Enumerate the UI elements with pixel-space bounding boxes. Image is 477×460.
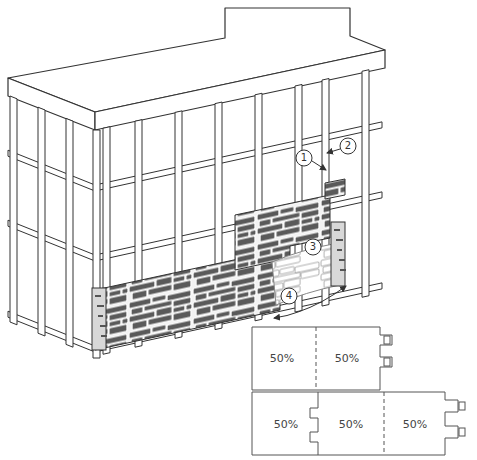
callout-circle xyxy=(305,239,321,255)
callout-circle xyxy=(296,150,312,166)
arrow xyxy=(298,286,346,312)
share-label: 50% xyxy=(335,353,359,364)
callout-number: 3 xyxy=(310,242,316,252)
wood-frame xyxy=(8,70,382,358)
share-label: 50% xyxy=(403,419,427,430)
panel-being-installed xyxy=(272,243,340,305)
share-label: 50% xyxy=(270,353,294,364)
corner-piece xyxy=(92,288,106,350)
arrow xyxy=(274,312,298,318)
frame-member xyxy=(38,107,45,336)
share-label: 50% xyxy=(339,419,363,430)
roof-slab-front xyxy=(95,50,385,130)
arrow xyxy=(327,149,340,153)
corner-piece xyxy=(331,222,345,286)
layout-scheme xyxy=(252,327,465,455)
callout-circle xyxy=(281,288,297,304)
stone-panel-piece xyxy=(325,179,345,199)
callout-number: 1 xyxy=(301,153,307,163)
frame-member xyxy=(362,70,369,298)
share-label: 50% xyxy=(274,419,298,430)
frame-member xyxy=(8,220,95,261)
roof-slab-left xyxy=(8,78,95,130)
frame-member xyxy=(10,96,17,325)
frame-member xyxy=(8,311,95,352)
arrow xyxy=(312,161,326,170)
frame-member xyxy=(8,150,95,191)
frame-member xyxy=(66,118,73,347)
callout-number: 4 xyxy=(286,291,292,301)
callout-circle xyxy=(340,138,356,154)
callout-number: 2 xyxy=(345,141,351,151)
